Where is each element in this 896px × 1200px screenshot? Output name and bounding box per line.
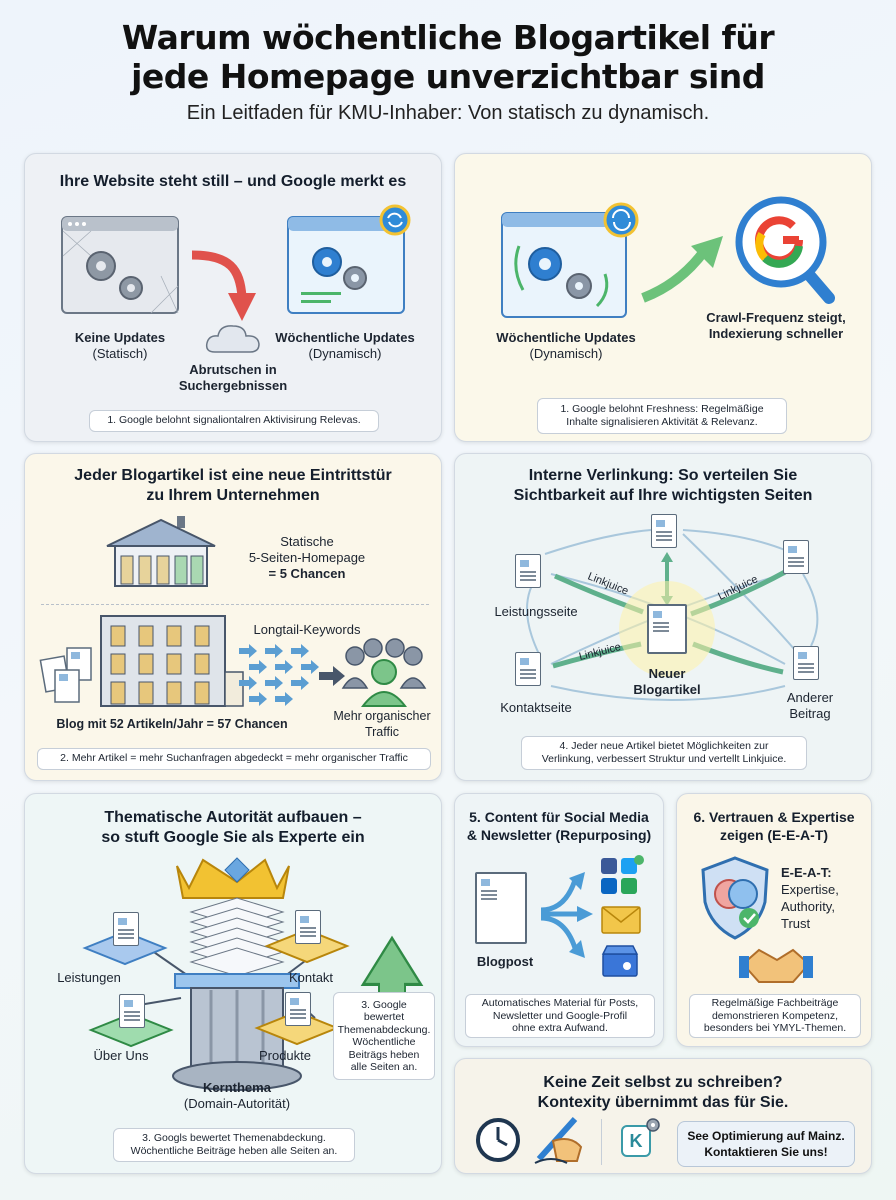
google-business-icon — [601, 945, 639, 977]
social-media-icons — [601, 855, 644, 894]
page-subtitle: Ein Leitfaden für KMU-Inhaber: Von stati… — [186, 102, 710, 124]
document-icon — [783, 540, 809, 574]
panel-title: Thematische Autorität aufbauen –so stuft… — [101, 809, 365, 846]
house-icon — [106, 516, 216, 587]
blogpost-label: Blogpost — [476, 954, 534, 969]
panel-title: Keine Zeit selbst zu schreiben?Kontexity… — [537, 1074, 789, 1111]
panel-crawl-frequency: Wöchentliche Updates(Dynamisch) Crawl-Fr… — [454, 153, 872, 442]
panel-note: 4. Jeder neue Artikel bietet Möglichkeit… — [521, 736, 807, 770]
eeat-label: E-E-A-T:Expertise,Authority,Trust — [781, 865, 839, 931]
panel-call-to-action: Keine Zeit selbst zu schreiben?Kontexity… — [454, 1058, 872, 1174]
panel-title: Jeder Blogartikel ist eine neue Eintritt… — [74, 467, 392, 504]
document-icon — [119, 994, 145, 1028]
document-icon — [515, 554, 541, 588]
no-updates-label: Keine Updates(Statisch) — [74, 330, 166, 361]
arrows-field-icon — [239, 644, 345, 706]
page-header: Warum wöchentliche Blogartikel für jede … — [0, 18, 896, 125]
google-magnifier-icon — [735, 196, 835, 304]
contact-cta-button[interactable]: See Optimierung auf Mainz.Kontaktieren S… — [677, 1121, 855, 1167]
panel-note: 3. Googls bewertet Themenabdeckung.Wöche… — [113, 1128, 355, 1162]
authority-pillar-diagram — [82, 857, 424, 1091]
document-icon — [651, 514, 677, 548]
panel-note: 1. Google belohnt Freshness: Regelmäßige… — [537, 398, 787, 434]
panel-title: 5. Content für Social Media& Newsletter … — [466, 809, 652, 843]
blog-chances-label: Blog mit 52 Artikeln/Jahr = 57 Chancen — [56, 717, 288, 731]
page-title: Warum wöchentliche Blogartikel für jede … — [0, 18, 896, 96]
gear-icon — [646, 1118, 660, 1132]
products-label: Produkte — [258, 1048, 312, 1063]
panel-entry-doors: Jeder Blogartikel ist eine neue Eintritt… — [24, 453, 442, 781]
office-building-icon — [100, 615, 244, 707]
dynamic-browser-icon — [287, 204, 411, 314]
cloud-icon — [205, 325, 260, 353]
document-icon — [295, 910, 321, 944]
about-label: Über Uns — [93, 1048, 149, 1063]
panel-repurposing: 5. Content für Social Media& Newsletter … — [454, 793, 664, 1047]
document-icon — [113, 912, 139, 946]
title-line-1: Warum wöchentliche Blogartikel für — [121, 18, 775, 57]
panel-note: 2. Mehr Artikel = mehr Suchanfragen abge… — [37, 748, 431, 770]
services-label: Leistungen — [57, 970, 121, 985]
weekly-updates-label: Wöchentliche Updates(Dynamisch) — [496, 330, 636, 361]
divider — [41, 604, 429, 605]
new-article-icon — [647, 604, 687, 654]
shield-brain-icon — [701, 856, 769, 940]
service-page-label: Leistungsseite — [494, 604, 578, 619]
document-icon — [515, 652, 541, 686]
clock-icon — [476, 1118, 520, 1162]
panel-static-website: Ihre Website steht still – und Google me… — [24, 153, 442, 442]
down-red-arrow-icon — [191, 250, 256, 321]
weekly-updates-label: Wöchentliche Updates(Dynamisch) — [275, 330, 415, 361]
handshake-icon — [739, 948, 813, 983]
longtail-label: Longtail-Keywords — [253, 622, 361, 637]
document-icon — [793, 646, 819, 680]
panel-topical-authority: Thematische Autorität aufbauen –so stuft… — [24, 793, 442, 1174]
distribution-arrows — [540, 872, 593, 958]
kontexity-logo: K — [621, 1125, 651, 1157]
contact-page-label: Kontaktseite — [500, 700, 572, 715]
refresh-browser-icon — [501, 202, 639, 318]
document-stack-icon — [39, 647, 92, 703]
contact-label: Kontakt — [288, 970, 334, 985]
static-browser-icon — [61, 216, 179, 314]
green-rise-arrow-icon — [641, 236, 723, 303]
core-topic-label: Kernthema(Domain-Autorität) — [183, 1080, 291, 1111]
title-line-2: jede Homepage unverzichtbar sind — [131, 57, 765, 96]
newsletter-envelope-icon — [601, 906, 641, 934]
document-icon — [285, 992, 311, 1026]
panel-note: 1. Google belohnt signaliontalren Aktivi… — [89, 410, 379, 432]
blogpost-document-icon — [475, 872, 527, 944]
panel-title: Ihre Website steht still – und Google me… — [59, 173, 407, 190]
audience-icon — [341, 638, 427, 707]
panel-note: Automatisches Material für Posts,Newslet… — [465, 994, 655, 1038]
crawl-label: Crawl-Frequenz steigt,Indexierung schnel… — [706, 310, 846, 341]
link-network-arrows — [526, 529, 819, 701]
writing-hand-icon — [534, 1116, 583, 1164]
divider — [601, 1119, 602, 1165]
